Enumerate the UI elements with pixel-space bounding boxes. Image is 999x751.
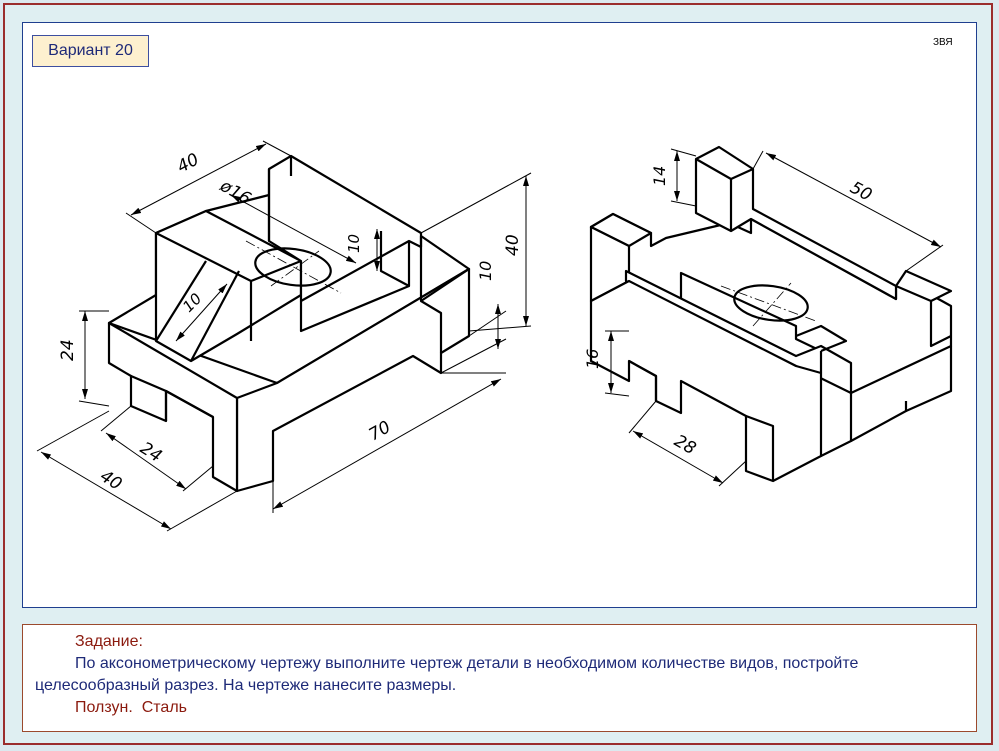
drawing-area: 40 ø16 10 10 10 40 24 [22,22,977,608]
dim-50: 50 [847,178,875,206]
task-text-line2: целесообразный разрез. На чертеже нанеси… [35,677,457,694]
variant-label: Вариант 20 [32,35,149,67]
task-text-line1: По аксонометрическому чертежу выполните … [75,655,859,672]
dim-40-bottom: 40 [96,466,125,494]
axonometric-drawing: 40 ø16 10 10 10 40 24 [36,140,953,532]
right-center-lines [720,282,817,327]
dim-14: 14 [650,166,669,186]
dim-70: 70 [366,417,395,445]
part-name: Ползун. [75,699,133,716]
dim-24-bottom: 24 [136,438,165,466]
task-panel: Задание: По аксонометрическому чертежу в… [22,624,977,732]
material: Сталь [141,699,187,716]
dim-10-slot: 10 [345,234,363,253]
left-isometric-part [107,154,471,493]
right-isometric-part [589,145,953,483]
task-heading: Задание: [75,633,143,650]
author-label: ЗВЯ [933,37,953,48]
dim-40-top: 40 [174,150,202,178]
dim-24-left: 24 [58,339,78,361]
dim-16: 16 [583,349,602,369]
dim-10-right: 10 [476,261,495,281]
dim-40-right: 40 [503,234,523,256]
